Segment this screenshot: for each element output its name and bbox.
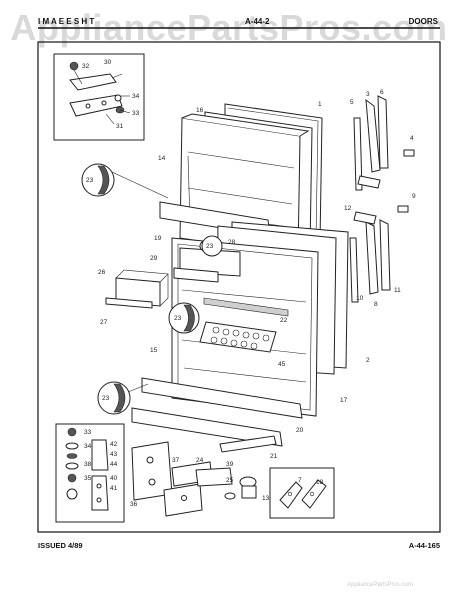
section-title: DOORS [409,17,439,26]
callout-12: 12 [344,205,352,212]
page-id: A-44-165 [409,541,440,550]
callout-10: 10 [356,295,364,302]
callout-29: 29 [150,255,158,262]
callout-13: 13 [262,495,270,502]
callout-8: 8 [374,301,378,308]
callout-35: 35 [84,475,92,482]
callout-4: 4 [410,135,414,142]
bottom-hinge-inset [55,423,125,523]
callout-23-b: 23 [174,315,182,322]
issued-date: ISSUED 4/89 [38,541,83,550]
callout-23-c: 23 [102,395,110,402]
callout-34-b: 34 [84,443,92,450]
callout-34-a: 34 [132,93,140,100]
callout-36: 36 [130,501,138,508]
callout-5: 5 [350,99,354,106]
callout-33-b: 33 [84,429,92,436]
callout-43: 43 [110,451,118,458]
callout-31: 31 [116,123,124,130]
callout-44: 44 [110,461,118,468]
bottom-watermark: AppliancePartsPros.com [347,582,413,588]
callout-41: 41 [110,485,118,492]
callout-17: 17 [340,397,348,404]
callout-25: 25 [226,477,234,484]
callout-38: 38 [84,461,92,468]
callout-30: 30 [104,59,112,66]
door-handles [349,95,415,303]
callout-21: 21 [270,453,278,460]
callout-23-d: 23 [206,243,214,250]
callout-33-a: 33 [132,110,140,117]
header: I M A E E S H T A-44-2 DOORS [38,17,440,29]
callout-22: 22 [280,317,288,324]
callout-15: 15 [150,347,158,354]
callout-26: 26 [98,269,106,276]
callout-16: 16 [196,107,204,114]
bottom-hinge-parts [131,435,277,517]
egg-tray [199,321,277,353]
footer: ISSUED 4/89 A-44-165 AppliancePartsPros.… [38,541,440,588]
callout-6: 6 [380,89,384,96]
callout-27: 27 [100,319,108,326]
callout-11: 11 [394,287,401,294]
callout-numbers: 1 2 3 4 5 6 7 8 9 10 11 12 13 14 15 16 1… [82,59,416,508]
callout-39: 39 [226,461,234,468]
header-center-code: A-44-2 [245,17,270,26]
callout-23-a: 23 [86,177,94,184]
callout-14: 14 [158,155,166,162]
diagram-frame [37,41,441,533]
callout-7: 7 [298,477,302,484]
callout-2: 2 [366,357,370,364]
callout-37: 37 [172,457,180,464]
callout-3: 3 [366,91,370,98]
callout-18: 18 [316,479,324,486]
callout-45: 45 [278,361,286,368]
callout-40: 40 [110,475,118,482]
callout-20: 20 [296,427,304,434]
door-stop-inset [269,467,335,519]
callout-19: 19 [154,235,162,242]
callout-1: 1 [318,101,322,108]
callout-9: 9 [412,193,416,200]
dairy-compartment [105,269,169,309]
callout-28: 28 [228,239,236,246]
freezer-door [159,103,323,257]
callout-32: 32 [82,63,90,70]
magnifier-callouts [81,163,223,415]
callout-42: 42 [110,441,118,448]
callout-24: 24 [196,457,204,464]
header-left-code: I M A E E S H T [38,17,94,26]
top-hinge-inset [53,53,145,141]
